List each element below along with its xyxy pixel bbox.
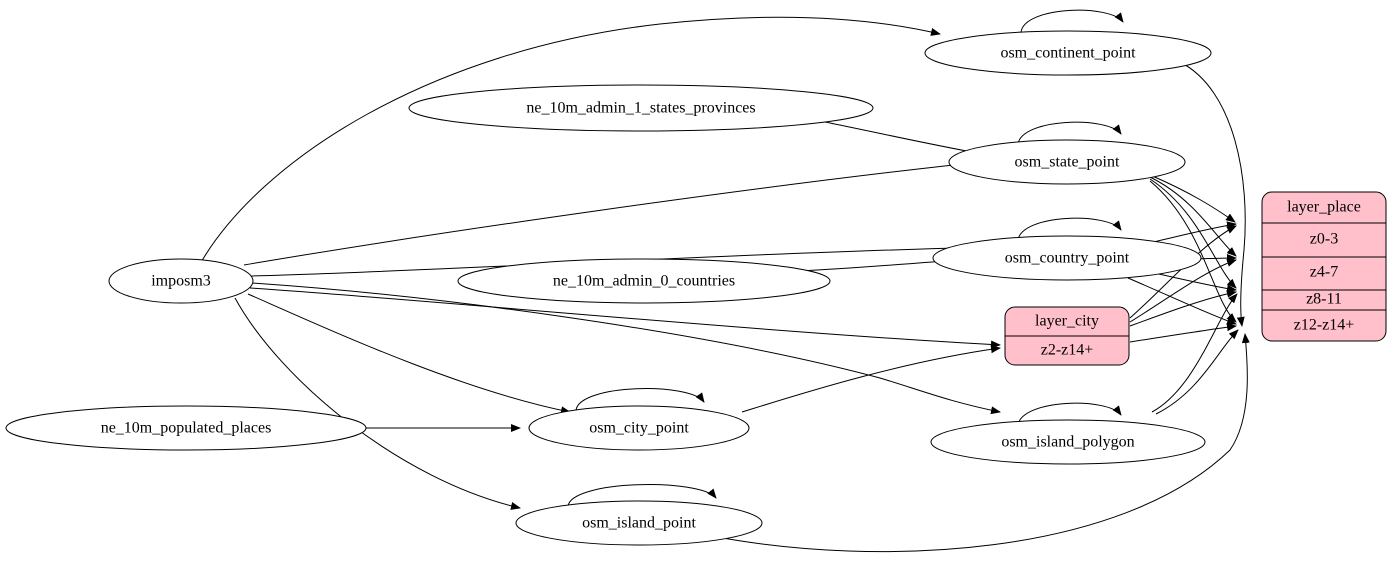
edge-osm_state_point-to-layer_place-z8	[1149, 178, 1237, 289]
edge-layer	[199, 9, 1250, 553]
edge-layer_city-to-layer_place-z8	[1129, 289, 1237, 327]
edge-imposm3-to-layer_city	[249, 287, 1001, 349]
node-layer_place[interactable]: layer_place z0-3 z4-7 z8-11 z12-z14+	[1261, 191, 1387, 342]
node-layer_city[interactable]: layer_city z2-z14+	[1004, 306, 1130, 366]
node-layer: imposm3 ne_10m_admin_1_states_provinces …	[5, 30, 1387, 546]
edge-imposm3-to-osm_island_point	[234, 297, 521, 510]
edge-imposm3-to-osm_city_point	[247, 293, 571, 415]
edge-imposm3-to-osm_state_point	[243, 156, 1001, 266]
node-osm_continent_point[interactable]: osm_continent_point	[924, 30, 1212, 76]
edge-osm_island_point-self-loop	[567, 484, 717, 507]
edge-osm_state_point-self-loop	[1017, 121, 1122, 145]
edge-osm_continent_point-to-layer_place-z12	[1179, 61, 1246, 327]
edge-osm_continent_point-self-loop	[1020, 9, 1124, 33]
node-ne_10m_admin_1_states_provinces[interactable]: ne_10m_admin_1_states_provinces	[408, 84, 874, 132]
edge-layer_city-to-layer_place-z12	[1129, 323, 1237, 343]
edge-osm_island_polygon-to-layer_place-z12	[1155, 329, 1239, 415]
edge-osm_island_point-to-layer_place-z12	[711, 333, 1250, 553]
edge-osm_city_point-self-loop	[575, 388, 705, 411]
node-imposm3[interactable]: imposm3	[108, 258, 254, 304]
node-ne_10m_populated_places[interactable]: ne_10m_populated_places	[5, 405, 367, 451]
edge-osm_city_point-to-layer_city	[741, 345, 1001, 413]
node-osm_city_point[interactable]: osm_city_point	[528, 405, 750, 451]
edge-osm_state_point-to-layer_place-z4	[1149, 176, 1237, 257]
node-osm_state_point[interactable]: osm_state_point	[948, 139, 1186, 185]
edge-osm_state_point-to-layer_place-z12	[1149, 180, 1237, 323]
node-ne_10m_admin_0_countries[interactable]: ne_10m_admin_0_countries	[457, 258, 831, 304]
edge-osm_island_polygon-to-layer_place-z8	[1151, 293, 1238, 413]
node-osm_island_polygon[interactable]: osm_island_polygon	[930, 419, 1206, 465]
edge-osm_country_point-to-layer_place-z12	[1127, 277, 1237, 325]
edge-osm_state_point-to-layer_place-z0	[1149, 174, 1236, 223]
edge-imposm3-to-osm_continent_point	[199, 16, 941, 265]
edge-layer_city-to-layer_place-z4	[1129, 259, 1237, 323]
node-osm_island_point[interactable]: osm_island_point	[515, 500, 763, 546]
edge-osm_island_polygon-self-loop	[1017, 402, 1122, 426]
node-osm_country_point[interactable]: osm_country_point	[932, 235, 1202, 281]
edge-imposm3-to-osm_island_polygon	[251, 282, 1001, 415]
edge-osm_country_point-self-loop	[1017, 217, 1122, 241]
